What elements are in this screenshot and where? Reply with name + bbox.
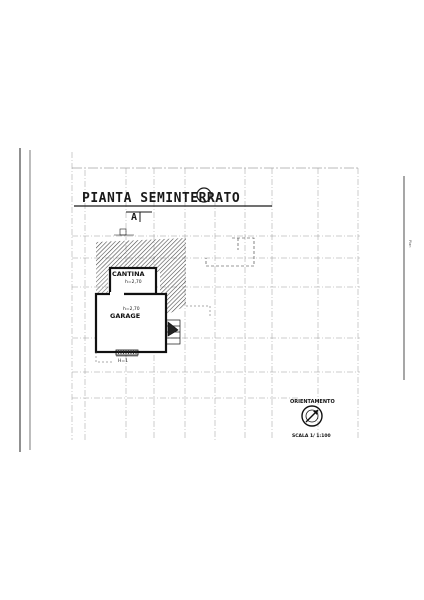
plan-title: PIANTA SEMINTERRATO [82,191,240,206]
scale-label: SCALA 1/ 1:100 [292,433,331,439]
room-height-cantina: h=2,70 [125,279,142,285]
margin-note: Plan [408,240,412,247]
stair-landing [114,228,134,236]
section-letter: A [131,212,137,223]
door-dimension: H=1 [118,358,128,364]
room-height-garage: h=2,70 [123,306,140,312]
title-end-circle [196,187,212,203]
garage-door [115,349,139,357]
orientation-label: ORIENTAMENTO [290,399,335,405]
frame-border-lines [19,148,405,452]
room-garage [94,292,168,354]
room-label-garage: GARAGE [110,312,140,320]
exterior-stair [165,319,181,345]
room-label-cantina: CANTINA [112,270,145,278]
dashed-outline-upper-right [205,237,255,267]
section-marker [126,211,152,222]
right-dashed-walls [95,305,211,363]
orientation-compass [301,405,323,427]
